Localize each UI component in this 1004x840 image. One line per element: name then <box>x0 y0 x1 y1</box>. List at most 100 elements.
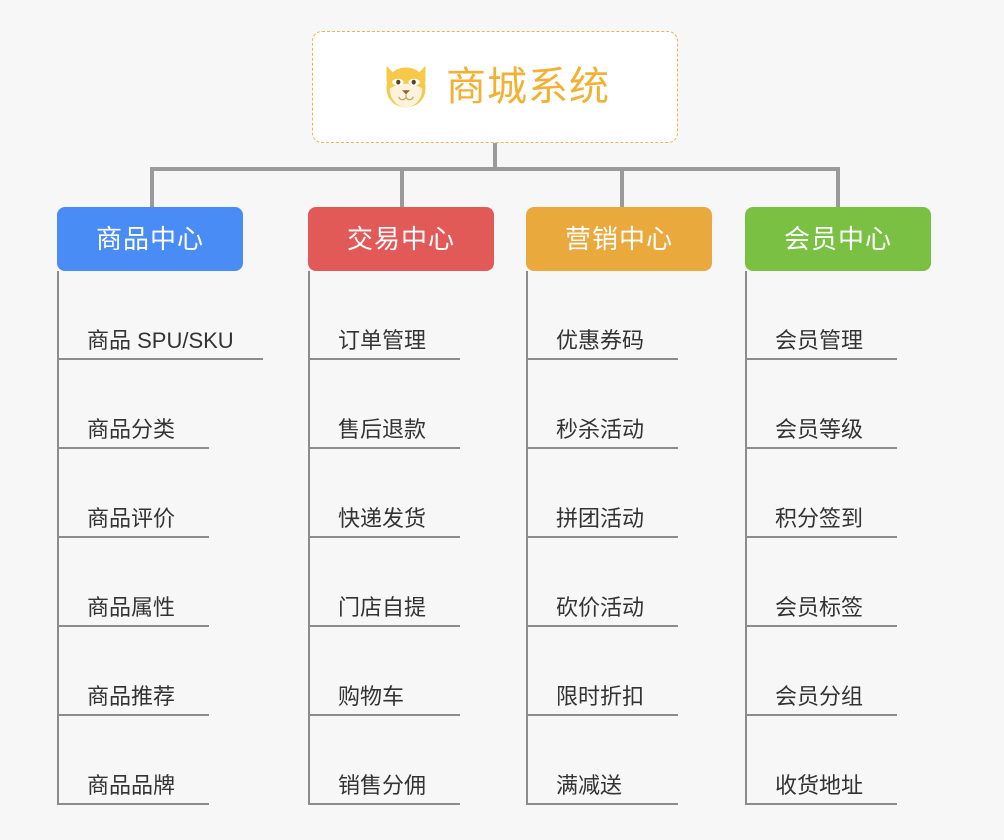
leaf-label: 收货地址 <box>775 773 864 798</box>
list-item[interactable]: 积分签到 <box>745 449 931 538</box>
list-item[interactable]: 订单管理 <box>308 271 494 360</box>
list-item[interactable]: 拼团活动 <box>526 449 712 538</box>
leaf-label: 商品属性 <box>87 595 176 620</box>
leaf-label: 售后退款 <box>338 417 427 442</box>
leaf-underline <box>57 625 209 627</box>
column-trade-center: 交易中心 订单管理 售后退款 快递发货 门店自提 购物车 <box>308 207 494 805</box>
leaf-underline <box>308 358 460 360</box>
leaf-underline <box>308 803 460 805</box>
leaf-label: 积分签到 <box>775 506 864 531</box>
leaf-underline <box>745 625 897 627</box>
leaf-underline <box>308 536 460 538</box>
connector-drop-2 <box>400 167 404 207</box>
leaf-label: 拼团活动 <box>556 506 645 531</box>
column-header-label-3: 营销中心 <box>564 224 673 254</box>
leaf-label: 商品评价 <box>87 506 176 531</box>
connector-drop-1 <box>150 167 154 207</box>
list-item[interactable]: 门店自提 <box>308 538 494 627</box>
leaf-underline <box>57 803 209 805</box>
leaf-underline <box>57 358 263 360</box>
connector-drop-3 <box>620 167 624 207</box>
leaf-label: 订单管理 <box>338 328 427 353</box>
list-item[interactable]: 商品品牌 <box>57 716 243 805</box>
shiba-dog-face-icon <box>386 65 426 108</box>
list-item[interactable]: 快递发货 <box>308 449 494 538</box>
list-item[interactable]: 售后退款 <box>308 360 494 449</box>
list-item[interactable]: 商品属性 <box>57 538 243 627</box>
leaf-label: 会员标签 <box>775 595 864 620</box>
leaf-underline <box>526 358 678 360</box>
column-product-center: 商品中心 商品 SPU/SKU 商品分类 商品评价 商品属性 商品推荐 <box>57 207 263 805</box>
list-item[interactable]: 会员等级 <box>745 360 931 449</box>
list-item[interactable]: 收货地址 <box>745 716 931 805</box>
list-item[interactable]: 购物车 <box>308 627 494 716</box>
leaf-underline <box>308 625 460 627</box>
leaf-label: 商品品牌 <box>87 773 176 798</box>
leaf-underline <box>308 447 460 449</box>
leaf-spine-4 <box>745 271 747 805</box>
leaf-underline <box>308 714 460 716</box>
column-member-center: 会员中心 会员管理 会员等级 积分签到 会员标签 会员分组 <box>745 207 931 805</box>
leaf-underline <box>745 536 897 538</box>
column-header-label-4: 会员中心 <box>783 224 892 254</box>
leaf-label: 砍价活动 <box>556 595 645 620</box>
leaf-label: 快递发货 <box>338 506 427 531</box>
list-item[interactable]: 会员标签 <box>745 538 931 627</box>
leaf-label: 门店自提 <box>338 595 427 620</box>
list-item[interactable]: 会员分组 <box>745 627 931 716</box>
leaf-label: 会员分组 <box>775 684 864 709</box>
list-item[interactable]: 限时折扣 <box>526 627 712 716</box>
list-item[interactable]: 满减送 <box>526 716 712 805</box>
leaf-underline <box>526 536 678 538</box>
list-item[interactable]: 秒杀活动 <box>526 360 712 449</box>
leaf-label: 满减送 <box>556 773 623 798</box>
column-header-1[interactable]: 商品中心 <box>57 207 243 271</box>
leaf-label: 会员等级 <box>775 417 864 442</box>
column-header-label-2: 交易中心 <box>346 224 455 254</box>
list-item[interactable]: 砍价活动 <box>526 538 712 627</box>
leaf-underline <box>57 536 209 538</box>
column-header-4[interactable]: 会员中心 <box>745 207 931 271</box>
list-item[interactable]: 销售分佣 <box>308 716 494 805</box>
column-marketing-center: 营销中心 优惠券码 秒杀活动 拼团活动 砍价活动 限时折扣 <box>526 207 712 805</box>
list-item[interactable]: 会员管理 <box>745 271 931 360</box>
leaf-underline <box>745 803 897 805</box>
leaf-spine-2 <box>308 271 310 805</box>
leaf-underline <box>745 714 897 716</box>
leaf-underline <box>526 803 678 805</box>
leaf-underline <box>57 714 209 716</box>
leaf-underline <box>57 447 209 449</box>
leaf-underline <box>745 447 897 449</box>
leaf-label: 会员管理 <box>775 328 864 353</box>
leaf-label: 秒杀活动 <box>556 417 645 442</box>
leaf-label: 购物车 <box>338 684 405 709</box>
list-item[interactable]: 商品 SPU/SKU <box>57 271 263 360</box>
column-header-2[interactable]: 交易中心 <box>308 207 494 271</box>
root-node[interactable]: 商城系统 <box>312 31 678 143</box>
root-title: 商城系统 <box>446 65 610 109</box>
leaf-label: 优惠券码 <box>556 328 645 353</box>
leaf-label: 销售分佣 <box>338 773 427 798</box>
leaf-spine-3 <box>526 271 528 805</box>
leaf-list-2: 订单管理 售后退款 快递发货 门店自提 购物车 销售分佣 <box>308 271 494 805</box>
leaf-list-1: 商品 SPU/SKU 商品分类 商品评价 商品属性 商品推荐 商品品牌 <box>57 271 263 805</box>
leaf-label: 限时折扣 <box>556 684 645 709</box>
leaf-label: 商品 SPU/SKU <box>87 328 234 353</box>
connector-root-stem <box>493 143 497 170</box>
leaf-underline <box>745 358 897 360</box>
connector-bus <box>150 167 840 171</box>
list-item[interactable]: 商品推荐 <box>57 627 243 716</box>
column-header-3[interactable]: 营销中心 <box>526 207 712 271</box>
leaf-label: 商品分类 <box>87 417 176 442</box>
connector-drop-4 <box>836 167 840 207</box>
leaf-underline <box>526 714 678 716</box>
list-item[interactable]: 商品分类 <box>57 360 243 449</box>
column-header-label-1: 商品中心 <box>95 224 204 254</box>
list-item[interactable]: 优惠券码 <box>526 271 712 360</box>
leaf-label: 商品推荐 <box>87 684 176 709</box>
leaf-underline <box>526 625 678 627</box>
list-item[interactable]: 商品评价 <box>57 449 243 538</box>
leaf-list-3: 优惠券码 秒杀活动 拼团活动 砍价活动 限时折扣 满减送 <box>526 271 712 805</box>
leaf-underline <box>526 447 678 449</box>
